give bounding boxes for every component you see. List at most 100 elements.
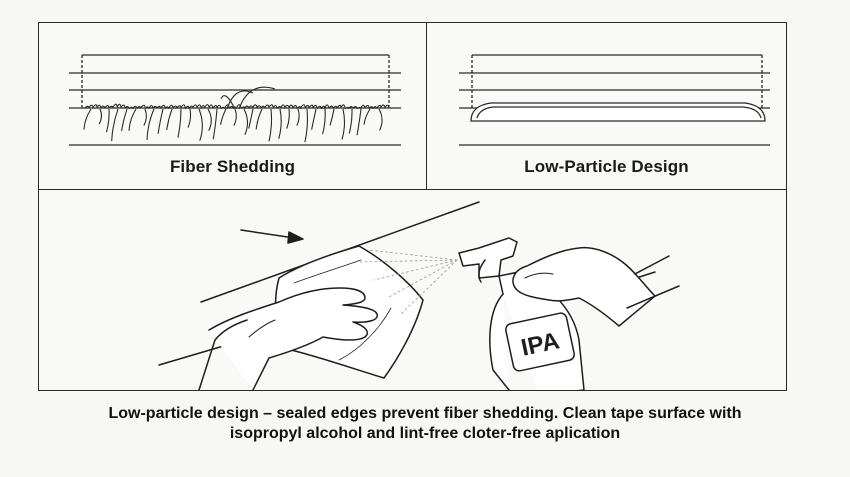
low-particle-title: Low-Particle Design <box>524 157 689 176</box>
fiber-fringe <box>220 106 226 110</box>
fiber-fringe <box>240 106 246 110</box>
low-particle-illustration <box>459 54 770 146</box>
shed-fiber <box>187 108 192 128</box>
shed-fiber <box>220 108 227 125</box>
shed-fiber <box>329 108 335 126</box>
shed-fiber <box>378 108 383 131</box>
fiber-fringe <box>88 104 94 108</box>
shed-fiber <box>166 108 173 130</box>
fiber-fringe <box>208 104 214 109</box>
right-gloved-hand <box>512 246 656 327</box>
fiber-fringe <box>200 104 206 109</box>
loose-fiber <box>238 86 276 110</box>
fiber-fringe <box>312 104 318 109</box>
shed-fiber <box>157 108 164 134</box>
fiber-fringe <box>152 105 158 109</box>
fiber-fringe <box>132 105 138 109</box>
fiber-fringe <box>272 105 278 109</box>
shed-fiber <box>356 108 362 136</box>
caption-line-2: isopropyl alcohol and lint-free cloter-f… <box>229 425 621 442</box>
fiber-fringe <box>128 106 134 110</box>
fiber-fringe <box>344 106 350 110</box>
fiber-fringe <box>172 105 178 109</box>
shed-fiber <box>98 108 102 125</box>
fiber-fringe <box>188 105 194 109</box>
shed-fiber <box>348 108 353 134</box>
shed-fiber <box>83 108 92 130</box>
fiber-fringe <box>332 105 338 109</box>
fiber-shedding-panel: Fiber Shedding <box>39 23 427 190</box>
fiber-fringe <box>296 106 302 110</box>
fiber-fringe <box>300 104 306 108</box>
fiber-fringe <box>236 104 242 108</box>
fiber-fringe <box>324 104 330 109</box>
fiber-fringe <box>248 105 254 109</box>
sealed-edge-strip <box>470 102 766 122</box>
ipa-spray-bottle: IPA <box>458 237 585 390</box>
caption-line-1: Low-particle design – sealed edges preve… <box>108 405 742 422</box>
fiber-fringe <box>164 106 170 110</box>
shed-fiber <box>146 108 155 141</box>
fiber-fringe <box>84 105 90 109</box>
shed-fiber <box>286 108 290 129</box>
bottle-label-panel <box>505 312 575 372</box>
fiber-fringe <box>112 103 118 108</box>
fiber-fringe <box>100 105 106 109</box>
sealed-edge-inner <box>476 106 762 119</box>
fiber-fringe <box>352 105 358 109</box>
diagram-figure: Fiber Shedding Low-Particle Design <box>38 22 787 391</box>
loose-fiber <box>220 95 236 110</box>
fiber-fringe <box>260 105 266 109</box>
fiber-fringe <box>348 106 354 109</box>
fiber-fringe <box>280 104 286 108</box>
shed-fiber <box>311 108 317 130</box>
fiber-fringe <box>284 104 290 108</box>
shed-fiber <box>212 108 218 140</box>
fiber-fringe <box>224 104 230 108</box>
fiber-fringe <box>364 104 370 108</box>
spray-mist <box>358 249 458 315</box>
shed-fiber <box>363 108 371 125</box>
left-gloved-hand <box>208 287 378 390</box>
fiber-fringe <box>384 104 390 108</box>
fiber-shedding-illustration <box>69 54 401 146</box>
fiber-fringe <box>116 103 122 108</box>
shed-fiber <box>177 108 182 138</box>
shed-fiber <box>255 108 263 130</box>
low-particle-panel: Low-Particle Design <box>427 23 786 190</box>
fiber-fringe <box>216 104 222 109</box>
fiber-fringe <box>328 105 334 109</box>
shed-fiber <box>198 108 203 141</box>
fiber-fringe <box>320 105 326 110</box>
fiber-fringe <box>256 105 262 108</box>
fiber-fringe <box>204 104 210 108</box>
shed-fiber <box>248 108 254 129</box>
fiber-fringe <box>176 105 182 108</box>
fiber-fringe <box>160 104 166 109</box>
shed-fiber <box>304 108 308 143</box>
fiber-fringe <box>376 104 382 109</box>
fiber-fringe <box>108 105 114 109</box>
fiber-fringe <box>380 104 386 108</box>
fiber-fringe <box>356 106 362 110</box>
cleaning-scene-panel: IPA <box>39 190 786 390</box>
fiber-fringe <box>136 105 142 109</box>
fiber-shedding-title: Fiber Shedding <box>169 157 296 176</box>
fiber-fringe <box>288 104 294 108</box>
shed-fiber <box>268 108 273 142</box>
shed-fiber <box>105 108 110 133</box>
shed-fiber <box>143 108 147 126</box>
fiber-fringe <box>340 104 346 108</box>
fiber-fringe <box>140 104 146 108</box>
wipe-direction-arrow <box>240 229 304 244</box>
shed-fiber <box>278 108 282 139</box>
shed-fiber <box>207 108 212 131</box>
fiber-fringe <box>144 106 150 110</box>
fiber-fringe <box>292 105 298 109</box>
shed-fiber <box>243 108 249 135</box>
shed-fiber <box>341 108 346 140</box>
fiber-fringe <box>264 104 270 108</box>
fiber-fringe <box>196 104 202 108</box>
fiber-fringe <box>180 104 186 108</box>
shed-fiber <box>111 108 119 142</box>
